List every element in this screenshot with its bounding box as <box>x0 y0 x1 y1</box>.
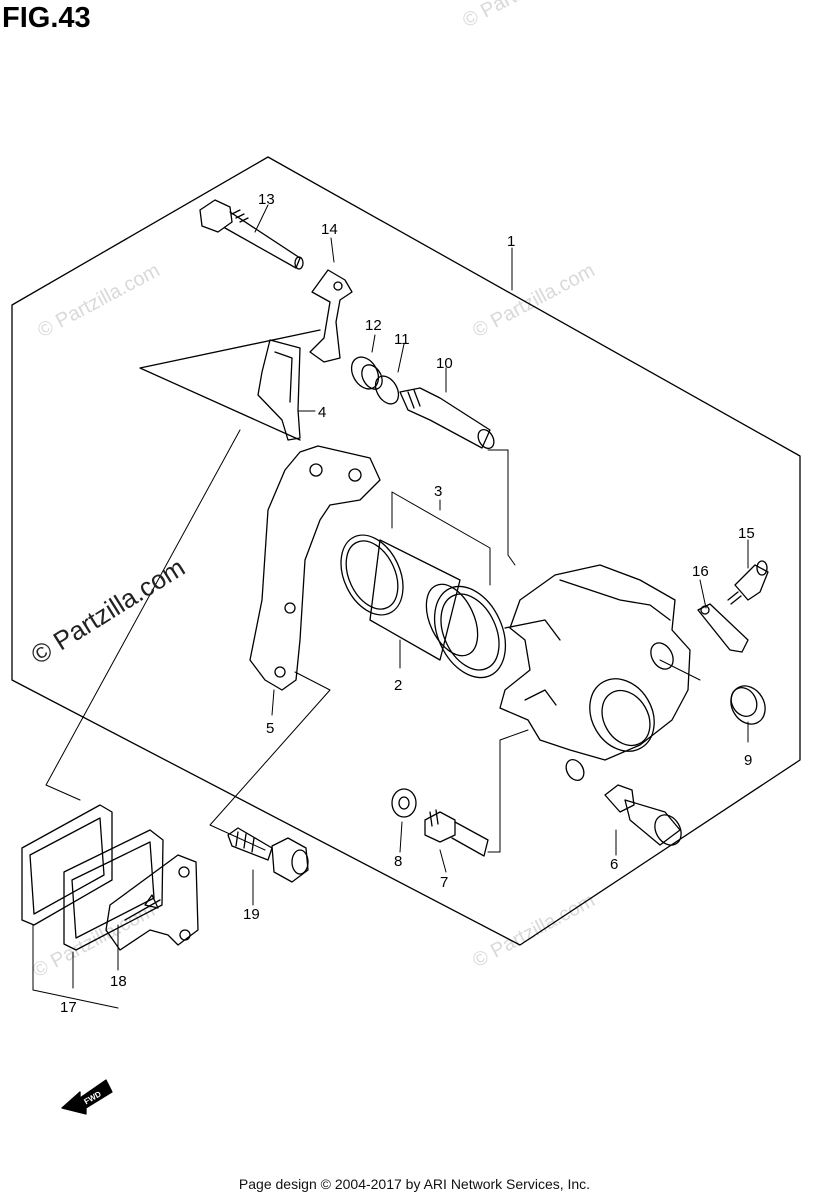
part-12-boot <box>350 356 383 390</box>
callout-9: 9 <box>744 752 752 769</box>
callout-18: 18 <box>110 973 127 990</box>
callout-14: 14 <box>321 221 338 238</box>
part-13-bolt <box>199 199 304 270</box>
callout-16: 16 <box>692 563 709 580</box>
fwd-arrow-icon: FWD <box>61 1079 113 1115</box>
part-4-pad-spring <box>257 339 301 441</box>
callout-17: 17 <box>60 999 77 1016</box>
leader-lines <box>32 204 749 1009</box>
part-5-bracket <box>249 445 381 691</box>
callout-5: 5 <box>266 720 274 737</box>
part-1-caliper-body <box>499 564 691 781</box>
callout-6: 6 <box>610 856 618 873</box>
callout-19: 19 <box>243 906 260 923</box>
callout-7: 7 <box>440 874 448 891</box>
part-10-pin <box>399 387 495 449</box>
callout-13: 13 <box>258 191 275 208</box>
bracket-group-line <box>139 329 321 441</box>
footer-copyright: Page design © 2004-2017 by ARI Network S… <box>238 1176 591 1192</box>
callout-10: 10 <box>436 355 453 372</box>
part-9-plug <box>730 685 766 725</box>
figure-title: FIG.43 <box>2 2 91 34</box>
part-3-seal-front <box>340 534 404 616</box>
assembly-outline <box>11 156 801 946</box>
callout-8: 8 <box>394 853 402 870</box>
part-14-lock-plate <box>309 269 353 363</box>
callout-15: 15 <box>738 525 755 542</box>
part-19-bolt <box>227 827 309 883</box>
part-15-bleeder <box>727 560 769 605</box>
callout-11: 11 <box>394 331 410 348</box>
callout-4: 4 <box>318 404 326 421</box>
part-11-seal <box>374 375 400 405</box>
part-17-pad-front <box>21 804 113 926</box>
callout-1: 1 <box>507 233 515 250</box>
callout-3: 3 <box>434 483 442 500</box>
part-18-shim <box>105 854 199 951</box>
part-3-seal-rear <box>433 585 507 679</box>
part-2-piston <box>369 539 479 661</box>
callout-2: 2 <box>394 677 402 694</box>
part-6-pin <box>604 784 682 846</box>
callout-12: 12 <box>365 317 382 334</box>
part-7-valve <box>424 809 489 857</box>
part-16-cap <box>697 603 749 653</box>
callout-labels: 1 2 3 4 5 6 7 8 9 10 11 12 13 14 15 16 1… <box>60 191 755 1016</box>
part-8-washer <box>391 788 417 818</box>
